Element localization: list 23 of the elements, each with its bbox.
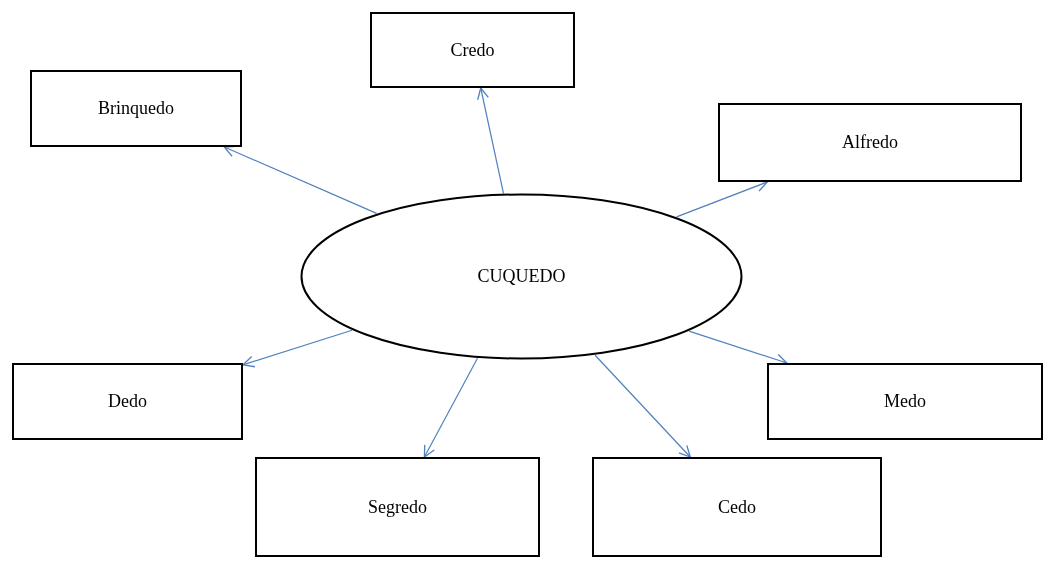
node-label: Brinquedo [98,97,174,120]
arrow [423,357,479,458]
arrow [223,145,378,214]
word-box [30,70,242,147]
word-box [12,363,243,440]
arrow [477,87,505,194]
word-box [592,457,882,557]
word-box [767,363,1043,440]
arrow [242,329,353,368]
word-box [255,457,540,557]
word-box [370,12,575,88]
word-box [718,103,1022,182]
arrow [594,354,691,458]
node-label: Alfredo [842,131,898,154]
node-label: Dedo [108,390,147,413]
node-label: Medo [884,390,926,413]
arrow [675,180,768,218]
node-label: Credo [450,38,495,62]
node-label: Segredo [368,495,427,519]
node-label: Cedo [718,495,756,519]
central-ellipse [300,193,743,360]
node-label: CUQUEDO [477,265,566,288]
arrow [688,330,788,366]
